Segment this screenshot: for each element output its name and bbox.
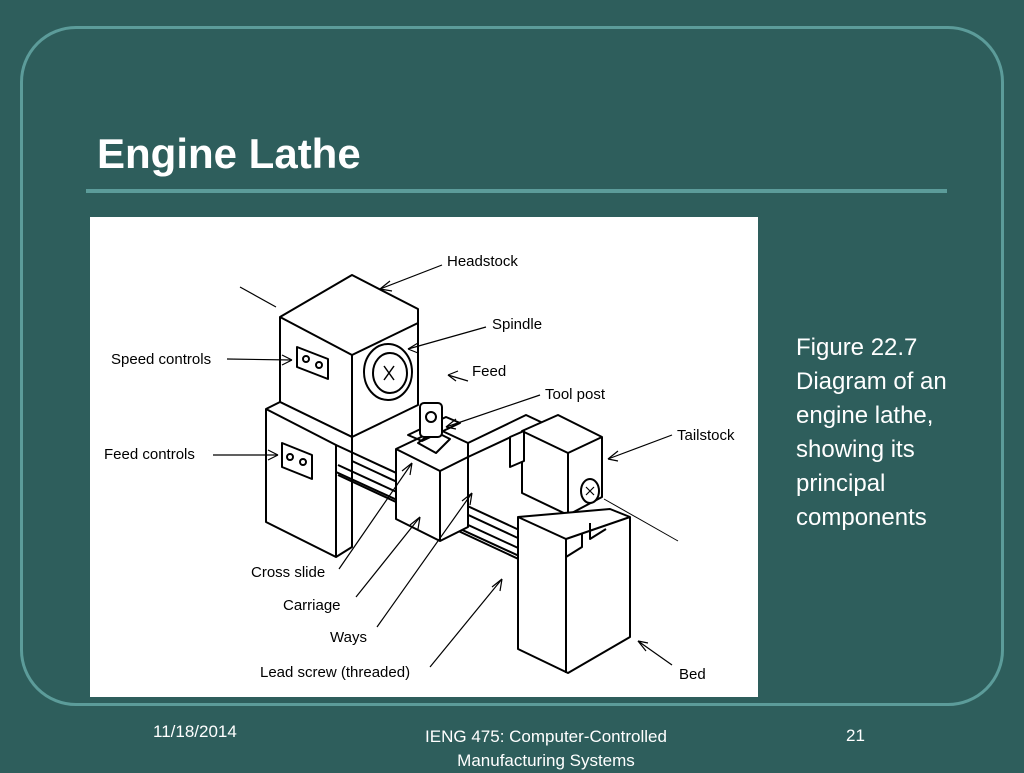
label-feed-controls: Feed controls: [104, 446, 195, 463]
figure-caption: Figure 22.7 Diagram of an engine lathe, …: [796, 331, 996, 535]
label-cross-slide: Cross slide: [251, 564, 325, 581]
title-divider: [86, 189, 947, 193]
lathe-drawing: [265, 274, 679, 674]
caption-figure-number: Figure 22.7: [796, 334, 918, 361]
footer-page-number: 21: [846, 726, 865, 745]
footer-course-title: IENG 475: Computer-Controlled Manufactur…: [425, 727, 667, 770]
label-lead-screw: Lead screw (threaded): [260, 664, 410, 681]
label-tailstock: Tailstock: [677, 427, 735, 444]
label-feed: Feed: [472, 363, 506, 380]
lathe-diagram-figure: Headstock Spindle Feed Tool post Tailsto…: [90, 217, 758, 697]
label-ways: Ways: [330, 629, 367, 646]
slide-title: Engine Lathe: [97, 130, 361, 177]
slide-frame: [20, 26, 1004, 706]
label-speed-controls: Speed controls: [111, 351, 211, 368]
caption-description: Diagram of an engine lathe, showing its …: [796, 368, 947, 531]
label-bed: Bed: [679, 666, 706, 683]
lathe-diagram: Headstock Spindle Feed Tool post Tailsto…: [104, 253, 735, 683]
diagram-labels: Headstock Spindle Feed Tool post Tailsto…: [104, 253, 735, 683]
label-carriage: Carriage: [283, 597, 341, 614]
label-tool-post: Tool post: [545, 386, 606, 403]
label-headstock: Headstock: [447, 253, 518, 270]
leader-lines: [213, 264, 673, 668]
footer-date: 11/18/2014: [153, 722, 237, 741]
label-spindle: Spindle: [492, 316, 542, 333]
